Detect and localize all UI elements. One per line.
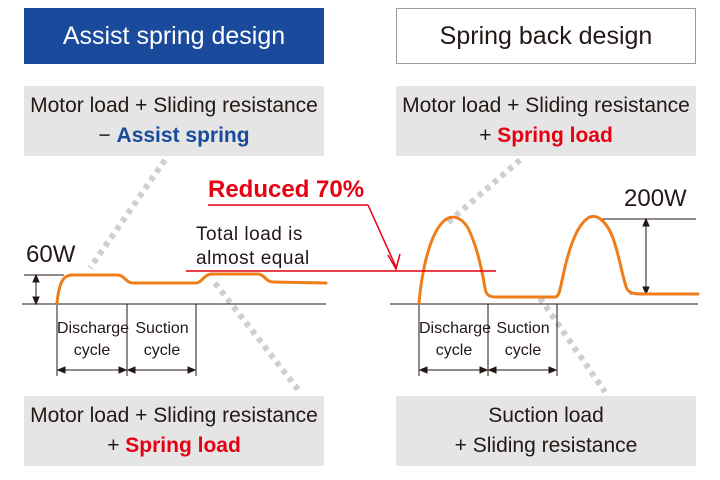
right-load-label: 200W [624,185,687,212]
spring-load-term-right: Spring load [497,124,613,147]
assist-spring-design-header: Assist spring design [24,8,324,64]
right-load-curve [417,214,700,305]
left-suction-cycle-arrow [126,366,197,374]
left-bottom-formula-box: Motor load + Sliding resistance + Spring… [24,396,324,466]
right-load-arrow [642,217,650,296]
equal-load-note-line1: Total load is [196,224,303,245]
left-load-arrow [32,273,40,306]
reduction-label: Reduced 70% [208,176,365,203]
reduction-arrow [208,204,401,271]
right-discharge-cycle-arrow [418,366,489,374]
right-discharge-cycle-label: Discharge cycle [419,318,492,362]
right-suction-cycle-label: Suction cycle [488,318,558,362]
right-top-formula-line2: + Spring load [479,121,613,151]
left-bottom-operator: + [107,434,126,457]
right-discharge-cycle-line1: Discharge [419,320,492,337]
assist-spring-term: Assist spring [116,124,250,147]
left-load-label: 60W [26,241,76,268]
equal-load-note-line2: almost equal [196,248,310,269]
equal-load-note: Total load is almost equal [196,223,310,271]
spring-load-term-left: Spring load [125,434,241,457]
spring-back-design-header: Spring back design [396,8,696,64]
right-suction-cycle-line1: Suction [496,320,550,337]
left-discharge-cycle-line2: cycle [73,342,111,359]
left-discharge-cycle-line1: Discharge [57,320,130,337]
left-discharge-cycle-arrow [56,366,128,374]
right-bottom-formula-line1: Suction load [488,404,604,427]
left-top-formula-line2: − Assist spring [98,121,249,151]
left-bottom-formula-line1: Motor load + Sliding resistance [30,404,318,427]
left-bottom-dotted-connector [212,281,303,394]
right-top-formula-box: Motor load + Sliding resistance + Spring… [396,86,696,156]
right-suction-cycle-arrow [487,366,558,374]
left-suction-cycle-line1: Suction [135,320,189,337]
right-top-operator: + [479,124,498,147]
left-discharge-cycle-label: Discharge cycle [57,318,130,362]
left-top-operator: − [98,124,117,147]
right-top-formula-line1: Motor load + Sliding resistance [402,94,690,117]
left-top-formula-line1: Motor load + Sliding resistance [30,94,318,117]
left-suction-cycle-line2: cycle [143,342,181,359]
left-load-curve [55,272,328,305]
right-top-dotted-connector [443,157,522,228]
left-suction-cycle-label: Suction cycle [127,318,197,362]
right-discharge-cycle-line2: cycle [435,342,473,359]
left-bottom-formula-line2: + Spring load [107,431,241,461]
left-top-formula-box: Motor load + Sliding resistance − Assist… [24,86,324,156]
right-bottom-formula-line2: + Sliding resistance [454,434,638,457]
right-suction-cycle-line2: cycle [504,342,542,359]
right-bottom-formula-box: Suction load + Sliding resistance [396,396,696,466]
left-top-dotted-connector [87,158,168,270]
